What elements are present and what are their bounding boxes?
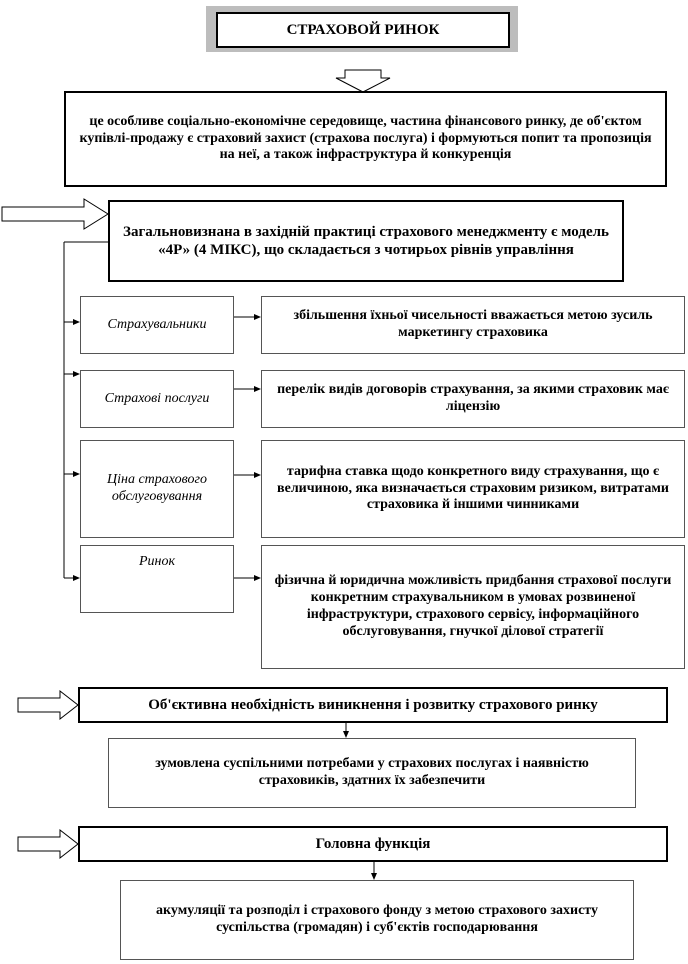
arrowhead-icon [254,472,261,478]
arrowhead-icon [254,314,261,320]
level-description-box: фізична й юридична можливість придбання … [261,545,685,669]
main-function-header-box: Головна функція [78,826,668,862]
right-arrow-icon [17,689,79,721]
arrowhead-icon [254,575,261,581]
main-function-text-box: акумуляції та розподіл і страхового фонд… [120,880,634,960]
arrowhead-icon [73,371,80,377]
level-name: Ринок [138,554,176,569]
diagram-title-text: СТРАХОВОЙ РИНОК [286,22,440,38]
arrowhead-icon [254,386,261,392]
level-box: Ціна страхового обслуговування [80,440,234,538]
necessity-text-box: зумовлена суспільними потребами у страхо… [108,738,636,808]
level-box: Страхувальники [80,296,234,354]
level-box: Страхові послуги [80,370,234,428]
model-header-box: Загальновизнана в західній практиці стра… [108,200,624,282]
down-arrow-icon [335,69,391,93]
diagram-title: СТРАХОВОЙ РИНОК [216,12,510,48]
level-description-box: збільшення їхньої чисельності вважається… [261,296,685,354]
necessity-text: зумовлена суспільними потребами у страхо… [155,756,589,788]
arrowhead-icon [343,731,349,738]
right-arrow-icon [1,198,109,230]
necessity-header-text: Об'єктивна необхідність виникнення і роз… [148,697,598,713]
level-name: Ціна страхового обслуговування [107,472,207,504]
level-description: перелік видів договорів страхування, за … [277,382,669,414]
arrowhead-icon [73,319,80,325]
level-description: фізична й юридична можливість придбання … [274,573,672,639]
level-description-box: тарифна ставка щодо конкретного виду стр… [261,440,685,538]
necessity-header-box: Об'єктивна необхідність виникнення і роз… [78,687,668,723]
arrowhead-icon [371,873,377,880]
arrowhead-icon [73,575,80,581]
right-arrow-icon [17,828,79,860]
level-name: Страхові послуги [104,390,210,406]
main-function-header-text: Головна функція [315,836,431,852]
level-name: Страхувальники [107,316,207,332]
arrowhead-icon [73,471,80,477]
level-description: збільшення їхньої чисельності вважається… [293,308,653,340]
definition-box: це особливе соціально-економічне середов… [64,91,667,187]
model-header-text: Загальновизнана в західній практиці стра… [123,224,609,258]
level-description: тарифна ставка щодо конкретного виду стр… [277,463,669,513]
main-function-text: акумуляції та розподіл і страхового фонд… [156,903,598,935]
level-box: Ринок [80,545,234,613]
level-description-box: перелік видів договорів страхування, за … [261,370,685,428]
definition-text: це особливе соціально-економічне середов… [79,113,652,163]
